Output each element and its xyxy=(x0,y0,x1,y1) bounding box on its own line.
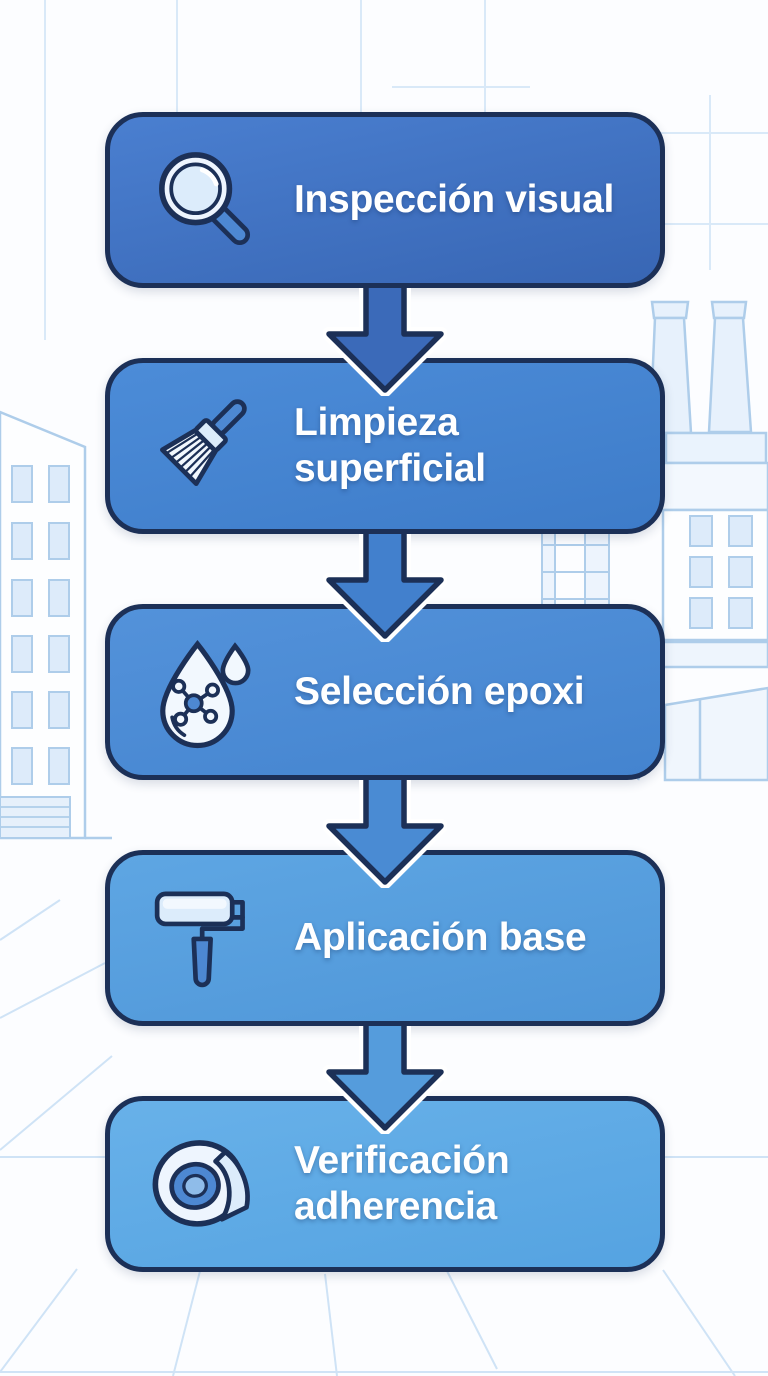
paint-roller-icon xyxy=(144,877,266,999)
step-label: Limpieza superficial xyxy=(294,400,486,490)
step-box-inspeccion-visual: Inspección visual xyxy=(105,112,665,288)
droplet-icon xyxy=(144,631,266,753)
step-label: Aplicación base xyxy=(294,915,587,959)
magnifier-icon xyxy=(144,139,266,261)
step-label: Verificación adherencia xyxy=(294,1138,510,1228)
down-arrow-icon xyxy=(323,534,447,642)
step-label: Selección epoxi xyxy=(294,669,585,713)
brush-icon xyxy=(144,385,266,507)
process-flow: Inspección visual Limpieza superficial xyxy=(105,112,665,1272)
down-arrow-icon xyxy=(323,780,447,888)
step-label: Inspección visual xyxy=(294,177,615,221)
down-arrow-icon xyxy=(323,288,447,396)
tape-roll-icon xyxy=(144,1123,266,1245)
down-arrow-icon xyxy=(323,1026,447,1134)
